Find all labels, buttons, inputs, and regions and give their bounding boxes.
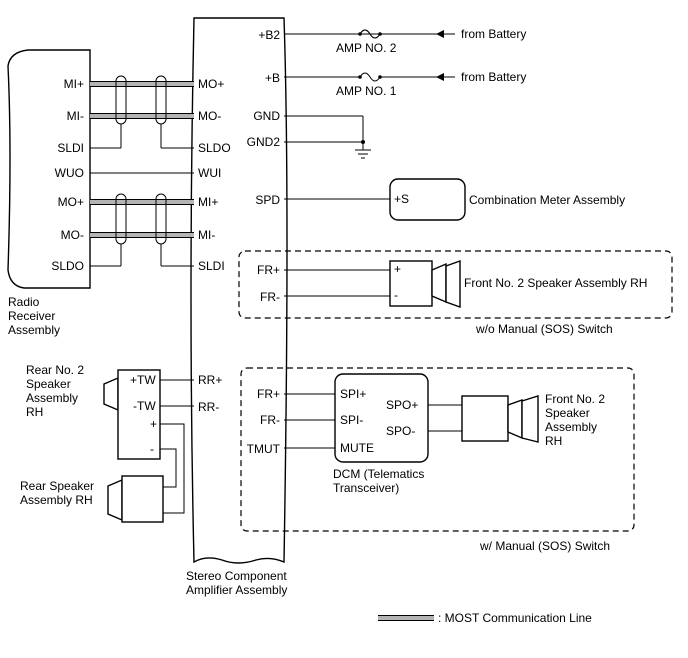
radio-pin-sldi: SLDI (57, 141, 84, 155)
dcm-pin-spi-minus: SPI- (340, 413, 363, 427)
meter-pin-s-plus: +S (394, 192, 409, 206)
amp-pin-gnd2: GND2 (247, 135, 281, 149)
most-legend-label: : MOST Communication Line (438, 611, 592, 625)
amplifier-label: Stereo Component Amplifier Assembly (186, 569, 290, 597)
rear-pin-plus: + (150, 417, 157, 431)
top-fr-plus-label: FR+ (257, 263, 280, 277)
radio-pin-mo-minus: MO- (61, 228, 84, 242)
amp-pin-b: +B (265, 71, 280, 85)
amp-pin-spd: SPD (255, 193, 280, 207)
amp-pin-mo-plus: MO+ (198, 77, 224, 91)
top-fr-minus-label: FR- (260, 290, 280, 304)
dcm-pin-spo-plus: SPO+ (386, 398, 418, 412)
amp-pin-mi-minus: MI- (198, 228, 215, 242)
arrow-battery-2-icon (436, 73, 444, 81)
rear-speaker-2-icon (103, 369, 161, 460)
amp-pin-wui: WUI (198, 166, 221, 180)
amp-pin-sldo: SLDO (198, 141, 231, 155)
rear-speaker-icon (107, 475, 164, 523)
bottom-tmut-label: TMUT (247, 442, 281, 456)
amp-pin-gnd: GND (253, 109, 280, 123)
most-line-lower (90, 193, 194, 267)
front-speaker-bottom-label: Front No. 2 Speaker Assembly RH (545, 392, 608, 448)
rear-pin-tw-plus: +TW (130, 373, 156, 387)
fuse-amp2-label: AMP NO. 2 (336, 41, 397, 55)
dcm-pin-mute: MUTE (340, 441, 374, 455)
radio-pin-wuo: WUO (55, 166, 84, 180)
radio-pin-mi-plus: MI+ (64, 77, 84, 91)
dcm-pin-spi-plus: SPI+ (340, 387, 366, 401)
dcm-box (334, 373, 429, 463)
dcm-label: DCM (Telematics Transceiver) (333, 467, 428, 495)
amp-pin-rr-plus: RR+ (198, 373, 222, 387)
radio-receiver-label: Radio Receiver Assembly (8, 295, 60, 337)
rear-pin-minus: - (150, 442, 154, 456)
amp-pin-mo-minus: MO- (198, 109, 221, 123)
radio-pin-sldo: SLDO (51, 259, 84, 273)
most-line-upper (90, 75, 194, 149)
option-bottom-box (240, 367, 635, 532)
rear-speaker-label: Rear Speaker Assembly RH (20, 479, 97, 507)
battery-source-2: from Battery (461, 70, 526, 84)
rear-speaker-2-label: Rear No. 2 Speaker Assembly RH (26, 363, 87, 419)
arrow-battery-1-icon (436, 30, 444, 38)
dcm-pin-spo-minus: SPO- (386, 424, 415, 438)
rear-pin-tw-minus: -TW (133, 399, 156, 413)
option-top-box (238, 250, 673, 319)
radio-pin-mi-minus: MI- (67, 109, 84, 123)
amplifier-box (190, 17, 288, 564)
front-speaker-top-label: Front No. 2 Speaker Assembly RH (464, 276, 647, 290)
ground-icon (284, 115, 371, 159)
amp-pin-b2: +B2 (258, 28, 280, 42)
fuse-amp1-label: AMP NO. 1 (336, 84, 397, 98)
amp-pin-sldi: SLDI (198, 259, 225, 273)
fuse-amp1-icon (359, 72, 381, 82)
radio-pin-mo-plus: MO+ (58, 195, 84, 209)
front-speaker-top-icon (389, 260, 461, 308)
combination-meter-box (389, 178, 466, 221)
amp-pin-mi-plus: MI+ (198, 195, 218, 209)
option-top-label: w/o Manual (SOS) Switch (475, 322, 613, 336)
bottom-fr-plus-label: FR+ (257, 387, 280, 401)
combination-meter-label: Combination Meter Assembly (469, 193, 625, 207)
bottom-fr-minus-label: FR- (260, 413, 280, 427)
front-speaker-top-plus: + (394, 262, 401, 276)
option-bottom-label: w/ Manual (SOS) Switch (479, 539, 610, 553)
front-speaker-bottom-icon (461, 395, 539, 443)
front-speaker-top-minus: - (394, 288, 398, 302)
radio-receiver-box (7, 49, 91, 289)
amp-pin-rr-minus: RR- (198, 400, 219, 414)
battery-source-1: from Battery (461, 27, 526, 41)
